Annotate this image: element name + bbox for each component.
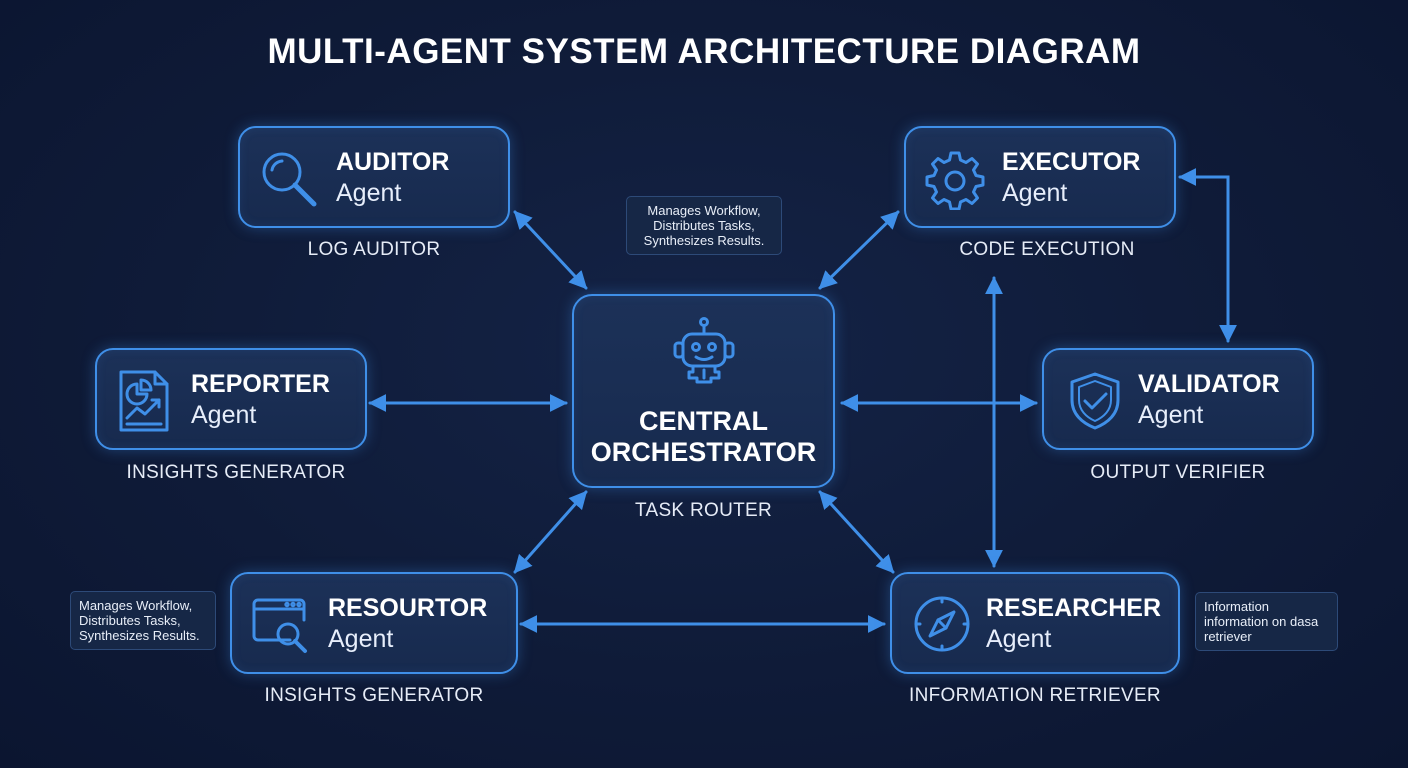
shield-check-icon xyxy=(1066,370,1124,437)
executor-agent-name: EXECUTOR xyxy=(1002,148,1141,176)
robot-icon xyxy=(671,316,737,391)
central-caption: TASK ROUTER xyxy=(634,500,772,521)
researcher-note-right: Information information on dasa retrieve… xyxy=(1195,592,1338,651)
reporter-caption: INSIGHTS GENERATOR xyxy=(126,462,346,483)
link-central-researcher xyxy=(818,490,895,574)
orchestrator-note-top: Manages Workflow, Distributes Tasks, Syn… xyxy=(626,196,782,255)
auditor-agent-kind: Agent xyxy=(336,179,402,207)
auditor-agent-name: AUDITOR xyxy=(336,148,450,176)
validator-agent-name: VALIDATOR xyxy=(1138,370,1280,398)
resourtor-agent-name: RESOURTOR xyxy=(328,594,488,622)
validator-caption: OUTPUT VERIFIER xyxy=(1090,462,1266,483)
researcher-caption: INFORMATION RETRIEVER xyxy=(909,685,1161,706)
reporter-agent-name: REPORTER xyxy=(191,370,330,398)
researcher-agent-node[interactable]: RESEARCHER Agent xyxy=(890,572,1180,674)
resourtor-caption: INSIGHTS GENERATOR xyxy=(264,685,484,706)
diagram-title: MULTI-AGENT SYSTEM ARCHITECTURE DIAGRAM xyxy=(267,32,1141,71)
resourtor-agent-kind: Agent xyxy=(328,625,394,653)
compass-icon xyxy=(912,594,972,659)
executor-agent-kind: Agent xyxy=(1002,179,1068,207)
report-chart-icon xyxy=(117,368,173,439)
researcher-agent-kind: Agent xyxy=(986,625,1052,653)
reporter-agent-node[interactable]: REPORTER Agent xyxy=(95,348,367,450)
orchestrator-note-left: Manages Workflow, Distributes Tasks, Syn… xyxy=(70,591,216,650)
reporter-agent-kind: Agent xyxy=(191,401,257,429)
link-auditor-central xyxy=(513,210,588,290)
auditor-agent-node[interactable]: AUDITOR Agent xyxy=(238,126,510,228)
central-orchestrator-line1: CENTRAL xyxy=(639,406,768,436)
validator-agent-node[interactable]: VALIDATOR Agent xyxy=(1042,348,1314,450)
executor-caption: CODE EXECUTION xyxy=(959,239,1135,260)
magnifier-icon xyxy=(258,148,320,215)
researcher-agent-name: RESEARCHER xyxy=(986,594,1162,622)
gear-icon xyxy=(924,148,986,215)
link-executor-validator xyxy=(1178,168,1237,343)
central-orchestrator-node[interactable]: CENTRAL ORCHESTRATOR xyxy=(572,294,835,488)
validator-agent-kind: Agent xyxy=(1138,401,1204,429)
link-executor-central xyxy=(818,210,900,290)
central-orchestrator-line2: ORCHESTRATOR xyxy=(590,437,817,467)
browser-search-icon xyxy=(250,594,312,661)
link-resourtor-central xyxy=(513,490,588,574)
auditor-caption: LOG AUDITOR xyxy=(307,239,441,260)
executor-agent-node[interactable]: EXECUTOR Agent xyxy=(904,126,1176,228)
resourtor-agent-node[interactable]: RESOURTOR Agent xyxy=(230,572,518,674)
